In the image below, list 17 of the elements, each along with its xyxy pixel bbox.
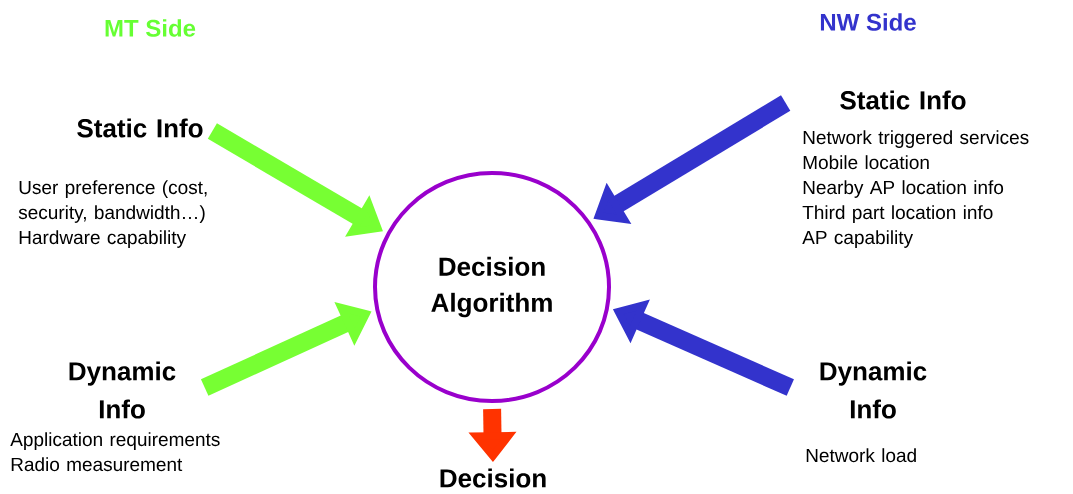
side-heading: MT Side: [105, 19, 196, 37]
info-text: Third part location info: [802, 205, 993, 223]
info-text: User preference (cost, security, bandwidth…): [18, 180, 207, 223]
info-text: AP capability: [802, 230, 913, 248]
heading-text: Static Info: [840, 90, 966, 110]
heading-text: Dynamic Info: [69, 361, 176, 419]
info-text: Network load: [806, 448, 916, 463]
heading-text: Dynamic Info: [820, 361, 927, 419]
info-text: Mobile location: [803, 155, 929, 170]
heading-text: Static Info: [77, 118, 203, 138]
info-text: Radio measurement: [11, 457, 183, 472]
heading-text: Decision: [440, 468, 546, 488]
info-text: Nearby AP location info: [803, 180, 1004, 198]
info-text: Application requirements: [10, 432, 220, 450]
info-text: Hardware capability: [19, 230, 187, 248]
info-text: Network triggered services: [803, 130, 1029, 148]
side-heading: NW Side: [820, 13, 916, 31]
